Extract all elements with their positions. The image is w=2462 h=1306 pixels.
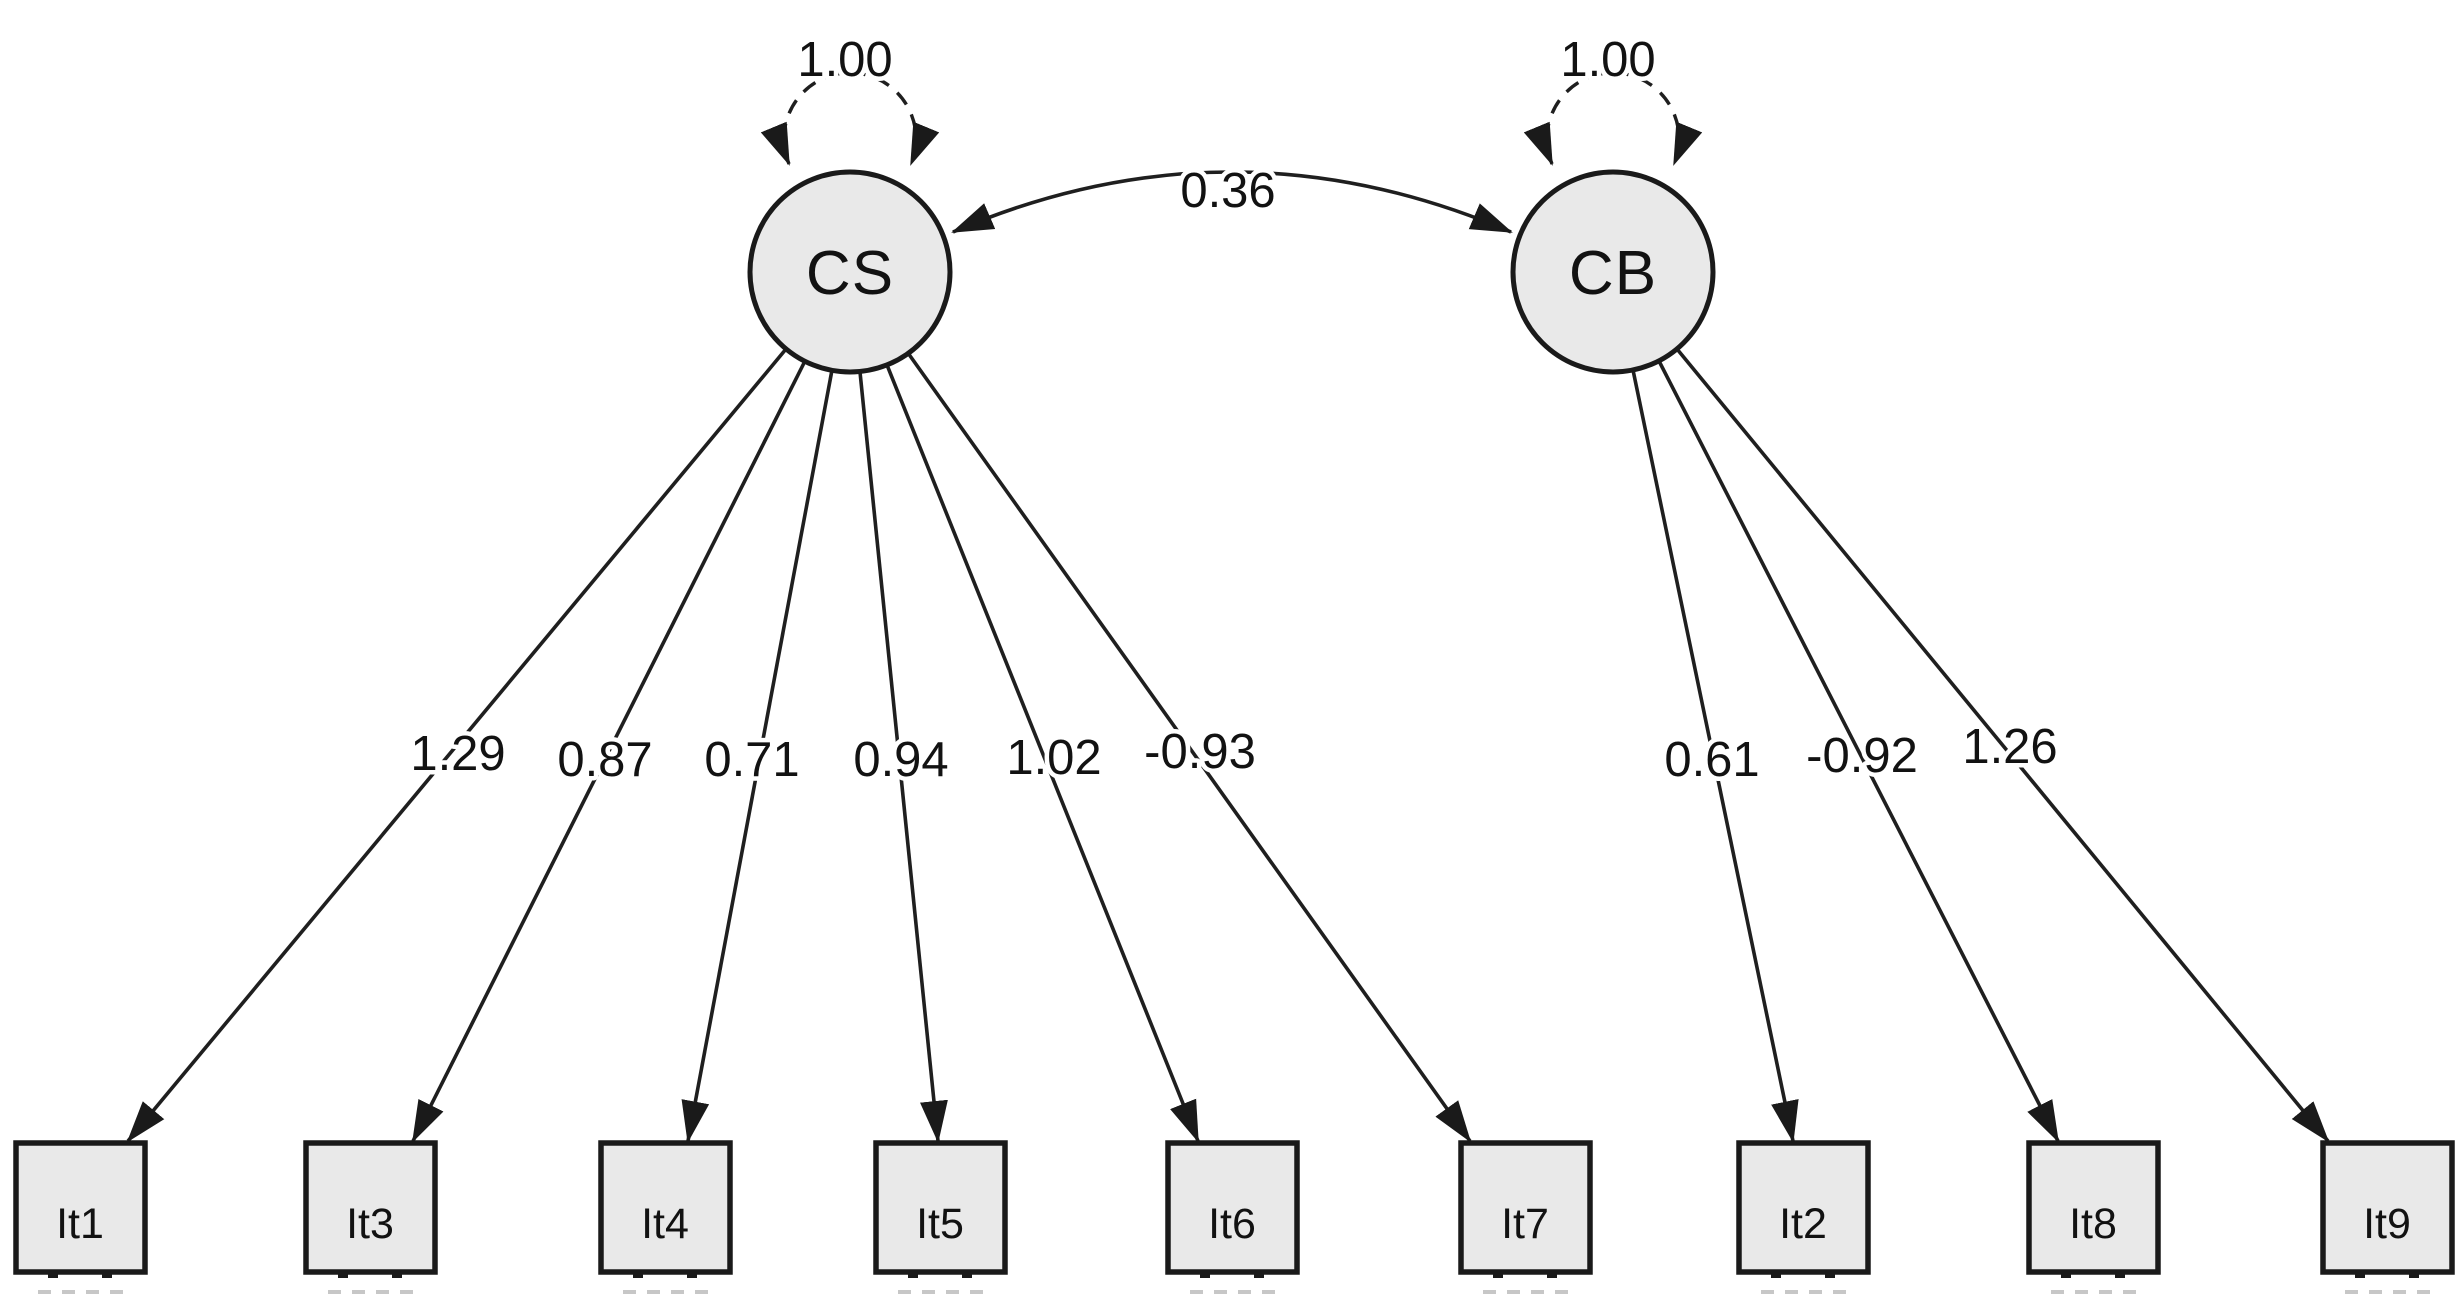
observed-label-it7: It7 — [1501, 1200, 1549, 1248]
observed-node-it1: It1 — [13, 1140, 148, 1294]
observed-label-it4: It4 — [641, 1200, 689, 1248]
variance-loop-cs — [760, 71, 940, 166]
loading-labels: 1.29 0.87 0.71 0.94 1.02 -0.93 0.61 -0.9… — [406, 716, 2062, 792]
loading-arrow-cs-it6 — [885, 364, 1200, 1143]
observed-label-it3: It3 — [346, 1200, 394, 1248]
loading-label-cs-it3: 0.87 — [557, 733, 652, 787]
latent-node-cs: CS — [747, 169, 953, 375]
observed-node-it8: It8 — [2026, 1140, 2161, 1294]
loading-label-cs-it7: -0.93 — [1144, 725, 1256, 779]
covariance-label: 0.36 — [1180, 164, 1275, 218]
observed-node-it5: It5 — [873, 1140, 1008, 1294]
loading-label-cs-it5: 0.94 — [853, 733, 948, 787]
observed-node-it6: It6 — [1165, 1140, 1300, 1294]
loading-label-cs-it6: 1.02 — [1006, 731, 1101, 785]
loading-arrow-cb-it2 — [1631, 369, 1799, 1143]
observed-label-it8: It8 — [2069, 1200, 2117, 1248]
observed-label-it1: It1 — [56, 1200, 104, 1248]
observed-node-it2: It2 — [1736, 1140, 1871, 1294]
latent-circle-cb — [1510, 169, 1716, 375]
loading-label-cs-it1: 1.29 — [410, 727, 505, 781]
observed-label-it2: It2 — [1779, 1200, 1827, 1248]
loading-arrow-cb-it9 — [1675, 347, 2330, 1143]
loading-arrows-cs — [126, 347, 1472, 1143]
loading-arrow-cs-it4 — [681, 369, 834, 1143]
loading-label-cb-it8: -0.92 — [1806, 729, 1918, 783]
loading-arrow-cb-it8 — [1657, 360, 2060, 1143]
observed-node-it7: It7 — [1458, 1140, 1593, 1294]
loading-arrow-cs-it3 — [411, 360, 807, 1143]
observed-node-it3: It3 — [303, 1140, 438, 1294]
variance-loop-cb — [1523, 71, 1703, 166]
observed-label-it5: It5 — [916, 1200, 964, 1248]
loading-label-cs-it4: 0.71 — [704, 733, 799, 787]
loading-arrows-cb — [1631, 347, 2330, 1143]
observed-node-it4: It4 — [598, 1140, 733, 1294]
latent-label-cb: CB — [1569, 239, 1657, 308]
latent-circle-cs — [747, 169, 953, 375]
variance-label-cs: 1.00 — [797, 33, 892, 87]
loading-arrow-cs-it7 — [906, 351, 1472, 1143]
observed-label-it9: It9 — [2363, 1200, 2411, 1248]
observed-boxes: It1 It3 It4 It5 — [13, 1140, 2455, 1294]
observed-node-it9: It9 — [2320, 1140, 2455, 1294]
observed-label-it6: It6 — [1208, 1200, 1256, 1248]
loading-label-cb-it2: 0.61 — [1664, 733, 1759, 787]
variance-label-cb: 1.00 — [1560, 33, 1655, 87]
latent-label-cs: CS — [806, 239, 894, 308]
latent-node-cb: CB — [1510, 169, 1716, 375]
loading-arrow-cs-it5 — [858, 371, 948, 1143]
loading-label-cb-it9: 1.26 — [1962, 720, 2057, 774]
loading-arrow-cs-it1 — [126, 347, 788, 1143]
covariance-arrow-cs-cb — [951, 170, 1513, 234]
